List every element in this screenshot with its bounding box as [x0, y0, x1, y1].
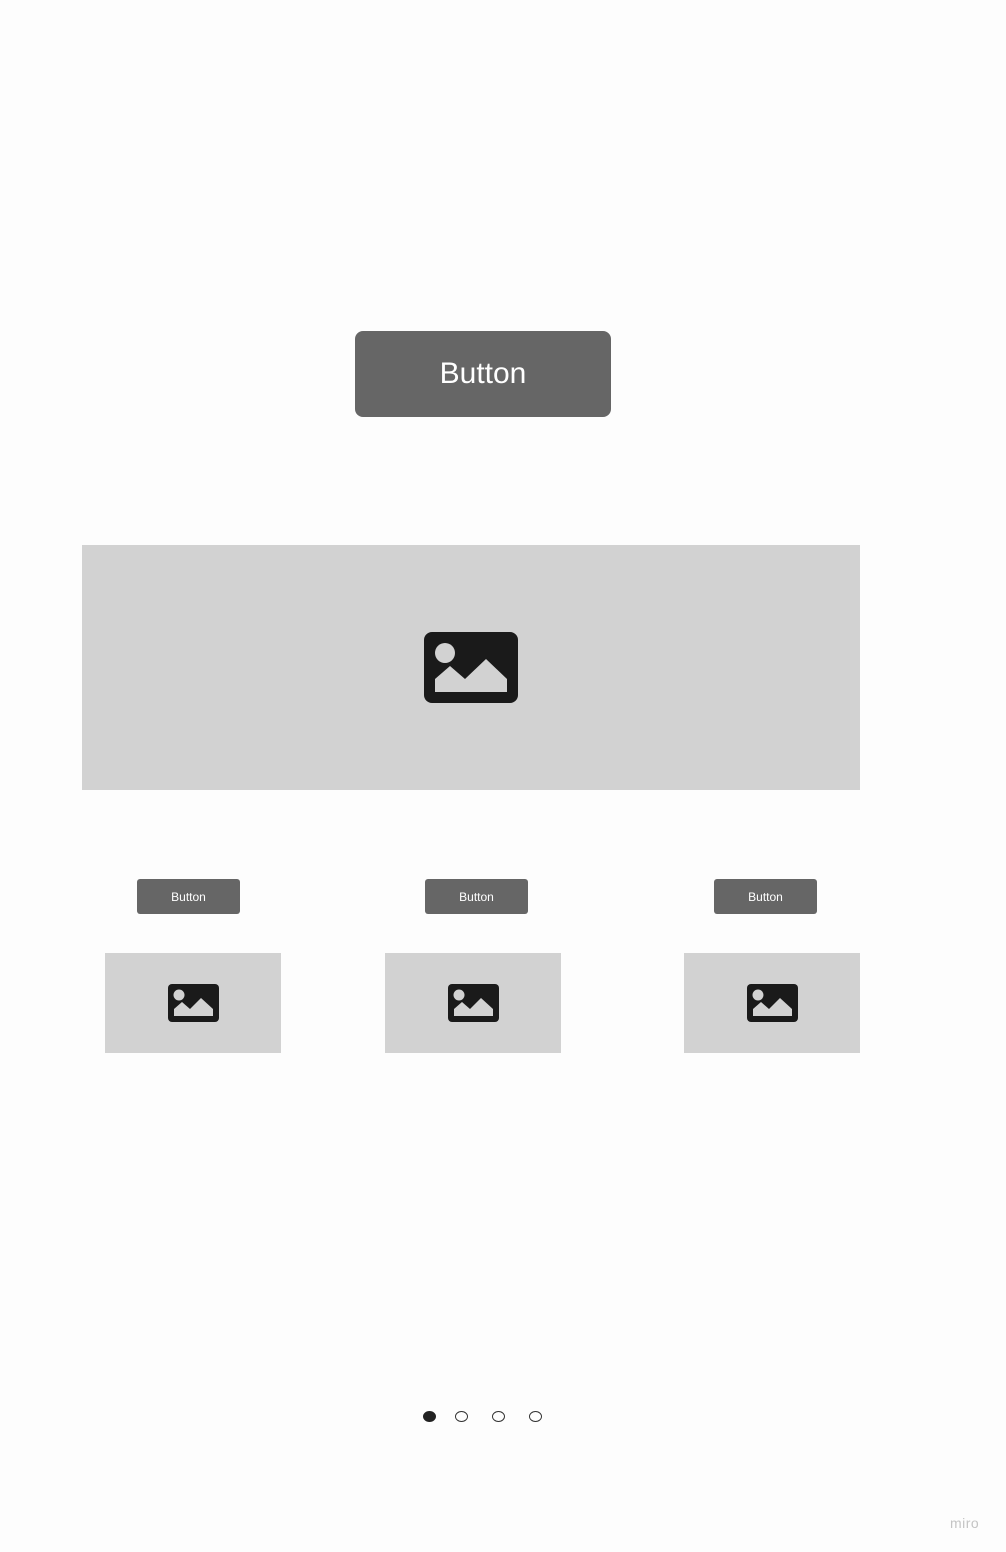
pagination-dot-3[interactable]	[492, 1411, 505, 1422]
pagination-dot-1[interactable]	[423, 1411, 436, 1422]
card-2-image-placeholder	[385, 953, 561, 1053]
pagination-dot-2[interactable]	[455, 1411, 468, 1422]
image-icon	[448, 984, 499, 1022]
card-1-button[interactable]: Button	[137, 879, 240, 914]
image-icon	[424, 632, 518, 703]
pagination-dot-4[interactable]	[529, 1411, 542, 1422]
miro-watermark: miro	[950, 1515, 980, 1531]
hero-image-placeholder	[82, 545, 860, 790]
card-3-image-placeholder	[684, 953, 860, 1053]
image-icon	[747, 984, 798, 1022]
image-icon	[168, 984, 219, 1022]
card-1-image-placeholder	[105, 953, 281, 1053]
main-button[interactable]: Button	[355, 331, 611, 417]
card-3-button[interactable]: Button	[714, 879, 817, 914]
card-2-button[interactable]: Button	[425, 879, 528, 914]
